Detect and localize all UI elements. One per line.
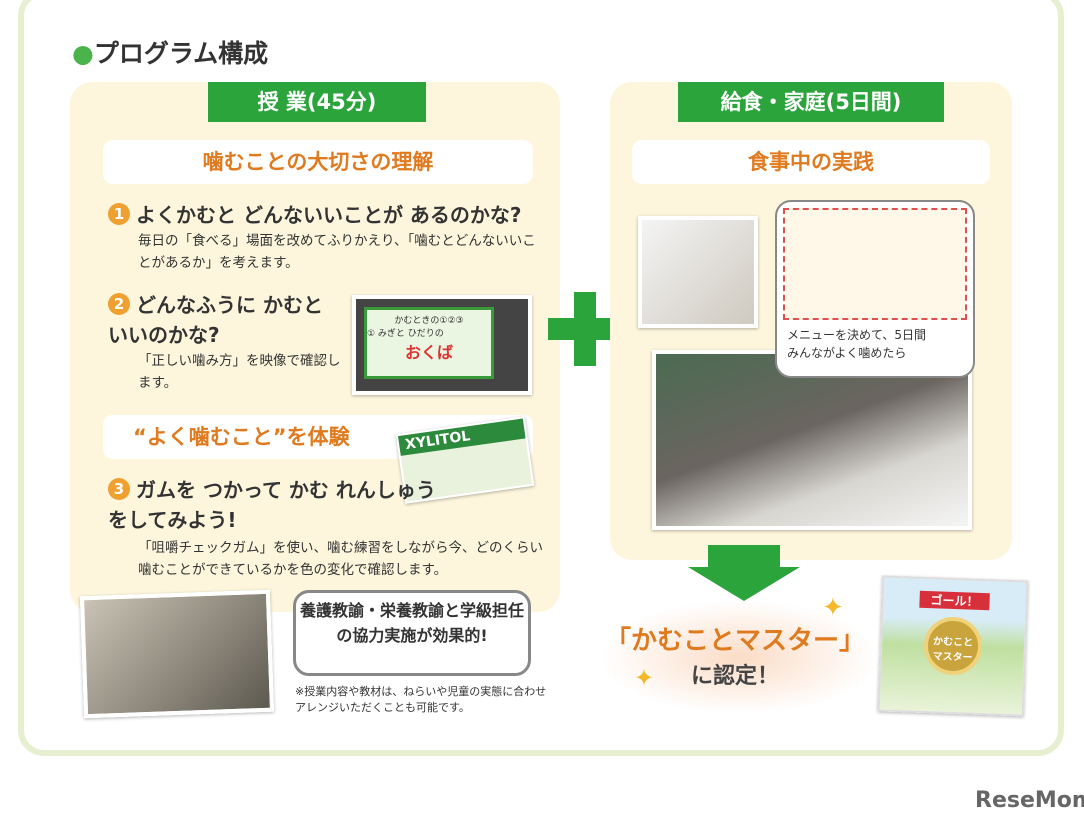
classroom-photo: [79, 589, 275, 719]
number-badge: 1: [108, 203, 130, 225]
menu-bubble-text: メニューを決めて、5日間みんながよく噛めたら: [787, 328, 927, 360]
item-heading: どんなふうに かむと いいのかな?: [108, 293, 323, 347]
arrow-down-icon: [708, 545, 780, 567]
certificate-image: ゴール！ かむこと マスター: [877, 575, 1029, 717]
number-badge: 2: [108, 293, 130, 315]
item-heading: ガムを つかって かむ れんしゅうをしてみよう!: [108, 478, 436, 532]
master-title: 「かむことマスター」: [604, 626, 865, 656]
result-glow: [600, 600, 880, 715]
screen-big: おくば: [404, 343, 453, 362]
understanding-header: 噛むことの大切さの理解: [103, 140, 533, 184]
number-badge: 3: [108, 478, 130, 500]
cooperation-bubble: 養護教諭・栄養教諭と学級担任の協力実施が効果的!: [293, 590, 531, 676]
menu-bubble: メニューを決めて、5日間みんながよく噛めたら: [775, 200, 975, 378]
sparkle-icon: ✦: [822, 593, 844, 623]
certificate-banner: ゴール！: [919, 590, 990, 611]
menu-card: [783, 208, 967, 320]
item-heading: よくかむと どんないいことが あるのかな?: [136, 203, 522, 227]
lunch-tab: 給食・家庭(5日間): [678, 82, 944, 122]
class-tab: 授 業(45分): [208, 82, 426, 122]
page-title: ●プログラム構成: [72, 39, 269, 68]
resemom-logo: ReseMom: [975, 788, 1084, 813]
item-1: 1 よくかむと どんないいことが あるのかな? 毎日の「食べる」場面を改めてふりか…: [108, 200, 548, 274]
item-text: 毎日の「食べる」場面を改めてふりかえり、「噛むとどんないいことがあるか」を考えま…: [138, 233, 536, 271]
practice-header: 食事中の実践: [632, 140, 990, 184]
screen-line: ① みぎと ひだりの: [367, 329, 444, 339]
screen-photo: かむときの①②③ ① みぎと ひだりの おくば: [352, 295, 532, 395]
arrow-head: [688, 567, 800, 601]
teacher-photo: [638, 216, 758, 328]
certified-text: に認定！: [690, 664, 779, 689]
lunch-class-photo: [652, 350, 972, 530]
certificate-medal: かむこと マスター: [923, 616, 983, 676]
item-text: 「咀嚼チェックガム」を使い、噛む練習をしながら今、どのくらい噛むことができている…: [138, 540, 543, 578]
sparkle-icon: ✦: [634, 664, 655, 692]
item-text: 「正しい噛み方」を映像で確認します。: [138, 353, 341, 391]
note-text: ※授業内容や教材は、ねらいや児童の実態に合わせアレンジいただくことも可能です。: [295, 685, 547, 714]
plus-icon-vertical: [574, 292, 596, 366]
screen-title: かむときの①②③: [394, 316, 464, 326]
